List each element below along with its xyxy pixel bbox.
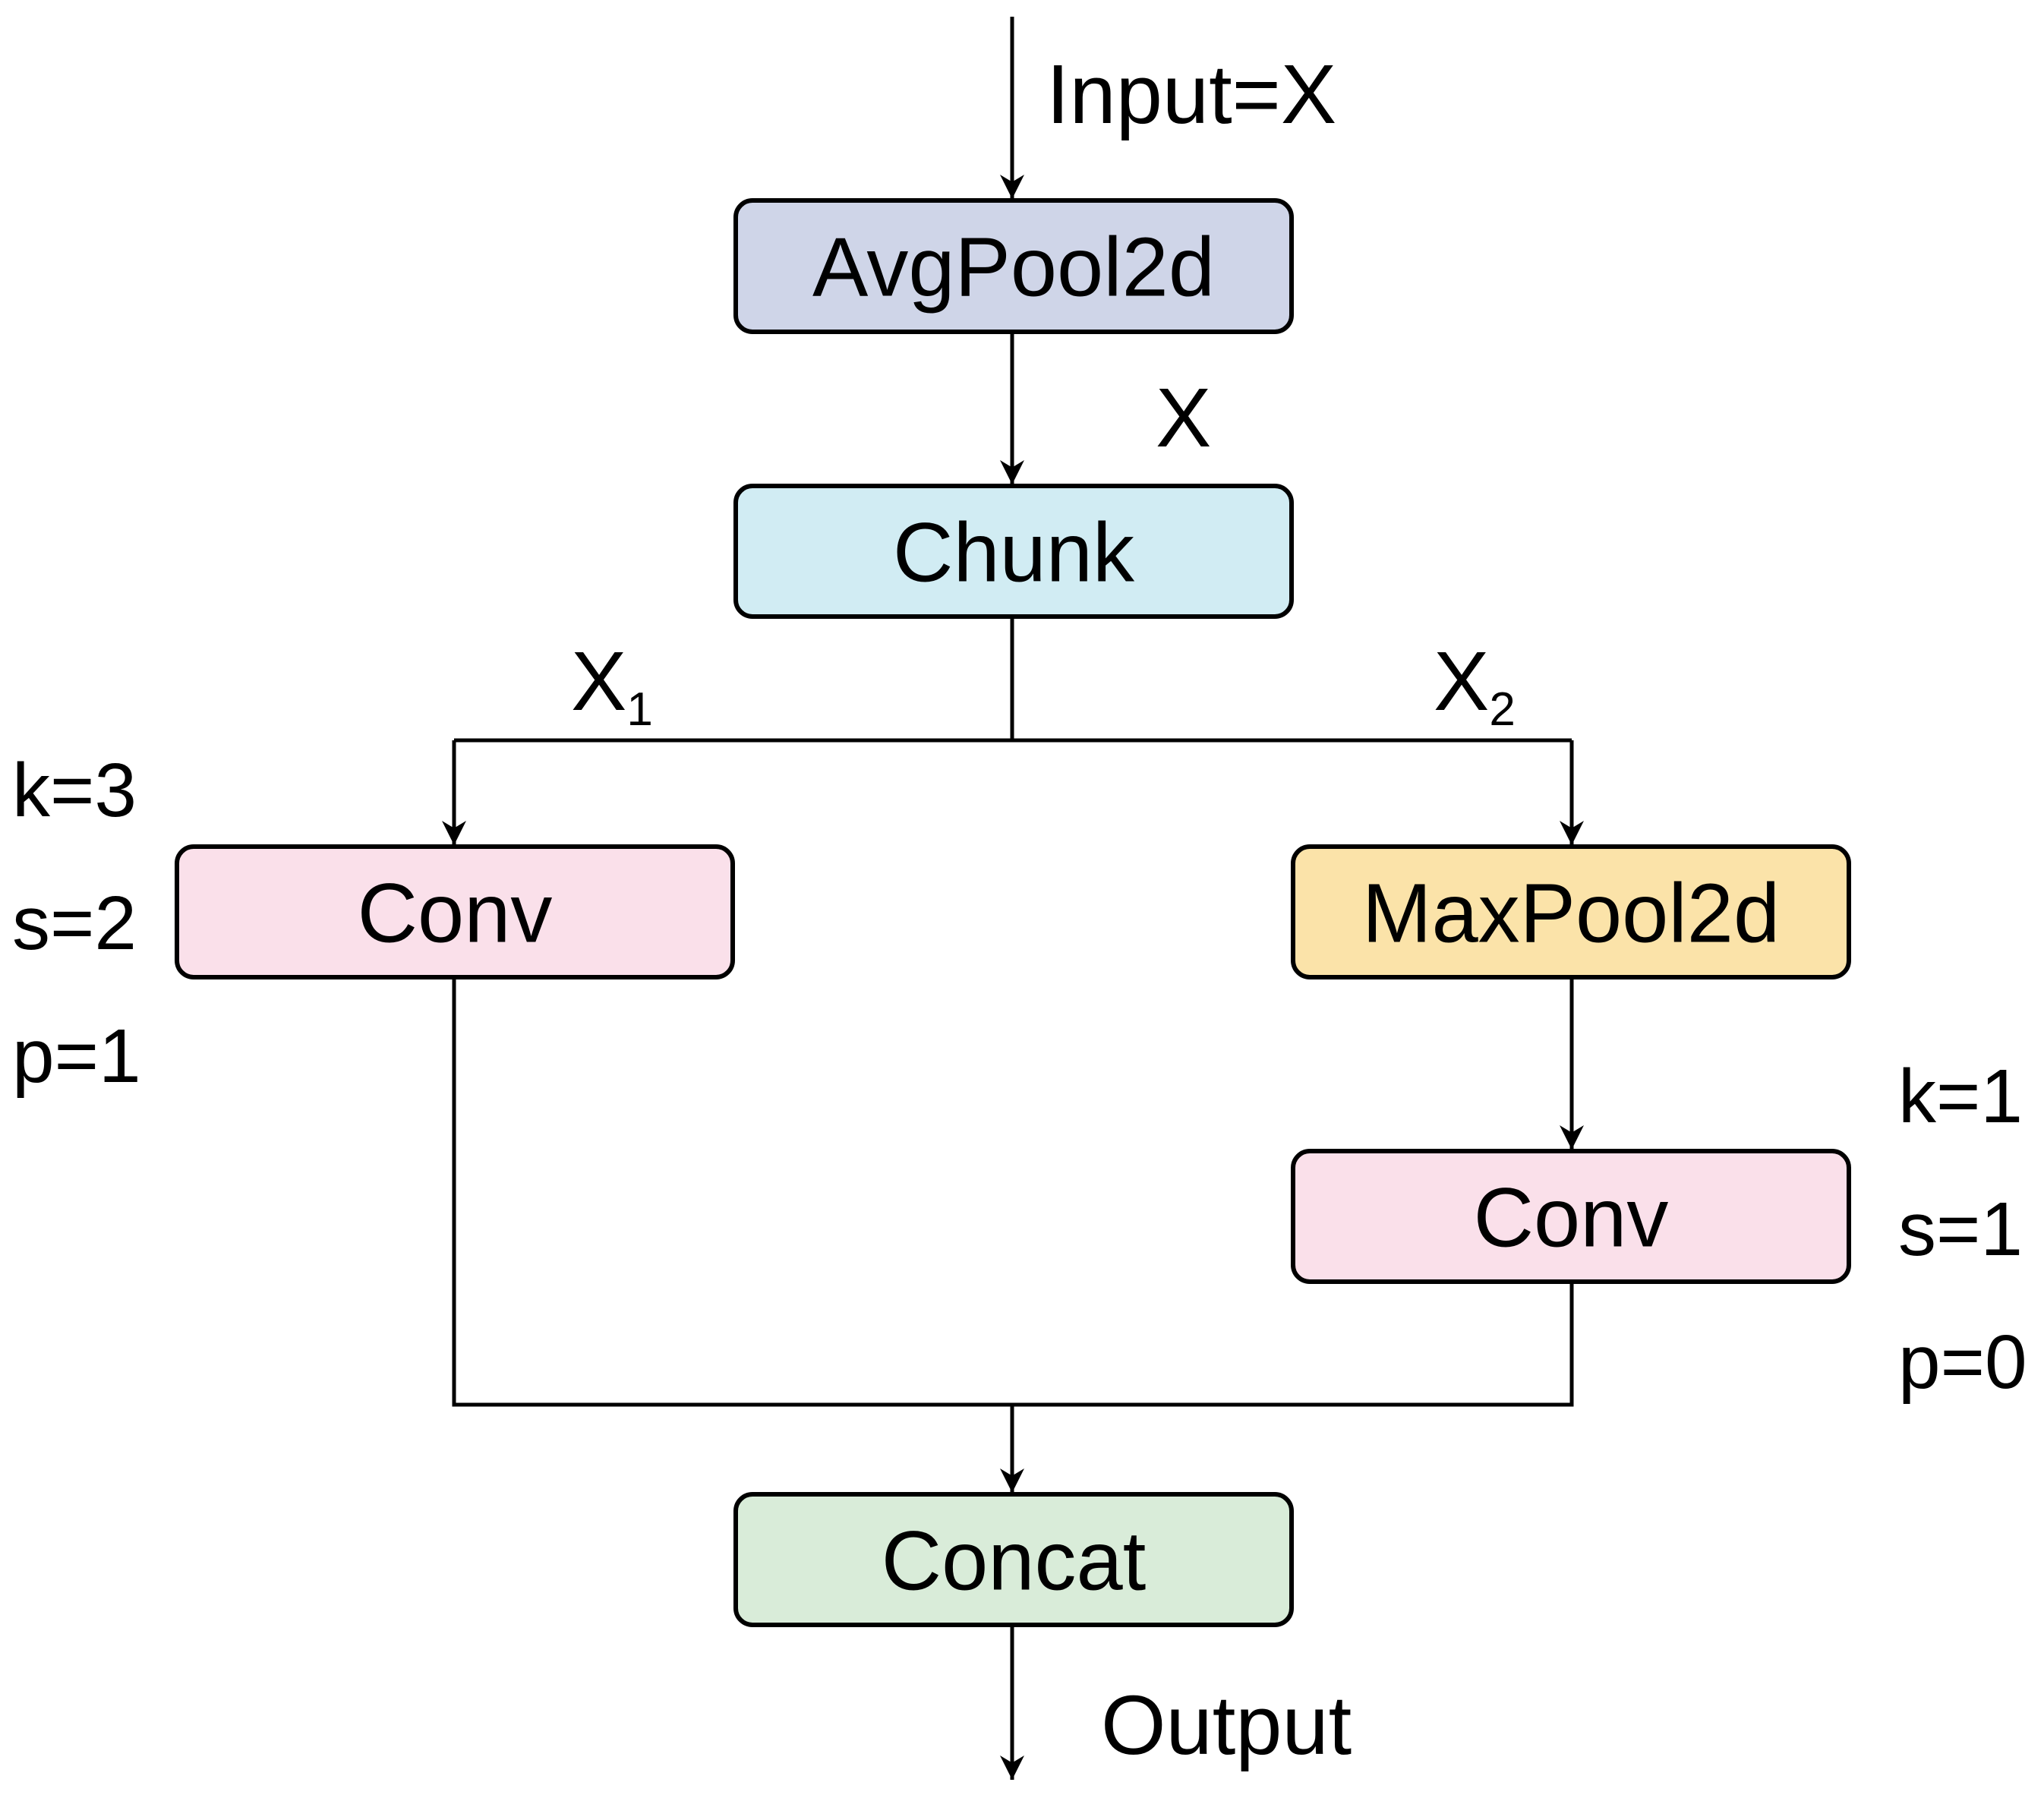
concat-box — [733, 1492, 1294, 1627]
param-left-s: s=2 — [12, 881, 137, 966]
conv-right-params: k=1 s=1 p=0 — [1898, 1054, 2027, 1405]
svg-text:X2: X2 — [1434, 635, 1516, 736]
avgpool-label: AvgPool2d — [812, 221, 1215, 314]
param-right-k: k=1 — [1898, 1054, 2023, 1139]
conv-left-node: Conv — [175, 844, 735, 979]
conv-right-box — [1291, 1149, 1851, 1284]
x2-label: X2 — [1434, 635, 1516, 736]
chunk-node: Chunk — [733, 484, 1294, 619]
x2-subscript: 2 — [1489, 683, 1515, 736]
maxpool-box — [1291, 844, 1851, 979]
x1-label: X1 — [571, 635, 653, 736]
chunk-label: Chunk — [893, 506, 1135, 600]
maxpool-node: MaxPool2d — [1291, 844, 1851, 979]
x1-base: X — [571, 635, 626, 728]
param-left-k: k=3 — [12, 748, 137, 833]
conv-right-label: Conv — [1474, 1172, 1669, 1265]
concat-label: Concat — [882, 1515, 1147, 1608]
concat-node: Concat — [733, 1492, 1294, 1627]
maxpool-label: MaxPool2d — [1362, 867, 1780, 961]
conv-left-params: k=3 s=2 p=1 — [12, 748, 141, 1099]
avgpool-node: AvgPool2d — [733, 198, 1294, 334]
param-right-p: p=0 — [1898, 1320, 2027, 1405]
x2-base: X — [1434, 635, 1489, 728]
param-right-s: s=1 — [1898, 1187, 2023, 1272]
x1-subscript: 1 — [626, 683, 652, 736]
svg-text:X1: X1 — [571, 635, 653, 736]
conv-left-label: Conv — [358, 867, 553, 961]
conv-left-box — [175, 844, 735, 979]
param-left-p: p=1 — [12, 1014, 141, 1099]
avgpool-box — [733, 198, 1294, 334]
output-label: Output — [1101, 1679, 1352, 1772]
x-label: X — [1156, 371, 1211, 465]
input-label: Input=X — [1046, 48, 1336, 141]
chunk-box — [733, 484, 1294, 619]
conv-right-node: Conv — [1291, 1149, 1851, 1284]
